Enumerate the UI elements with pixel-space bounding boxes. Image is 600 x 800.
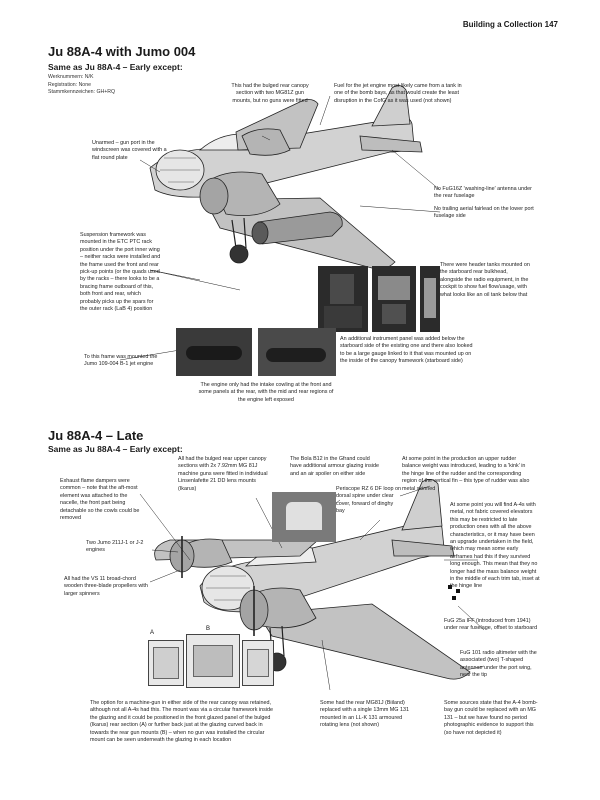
inset-canopy-a — [148, 640, 184, 686]
inset-label-a: A — [150, 630, 155, 636]
meta-registration: Registration: None — [48, 81, 91, 88]
caption-instrument-panel: An additional instrument panel was added… — [340, 336, 473, 365]
caption-suspension: Suspension framework was mounted in the … — [80, 232, 161, 313]
photo-header-tank — [420, 266, 440, 332]
caption-periscope: Periscope RZ 6 DF loop on dorsal spine u… — [336, 486, 402, 515]
caption-frame-jumo: To this frame was mounted the Jumo 109-0… — [84, 354, 158, 368]
caption-fuel-tank: Fuel for the jet engine most likely came… — [334, 83, 462, 104]
photo-jet-underwing-2 — [258, 328, 336, 376]
caption-windscreen-port: Unarmed – gun port in the windscreen was… — [92, 140, 167, 161]
caption-rudder-balance: At some point in the production an upper… — [402, 456, 530, 492]
caption-mg-option: The option for a machine-gun in either s… — [90, 700, 273, 744]
section1-subtitle: Same as Ju 88A-4 – Early except: — [48, 62, 183, 72]
photo-cockpit-crew — [318, 266, 368, 332]
caption-elevator-fabric: At some point you will find A-4s with me… — [450, 502, 540, 590]
caption-fug101: FuG 101 radio altimeter with the associa… — [460, 650, 537, 679]
photo-jet-underwing-1 — [176, 328, 252, 376]
photo-instrument-panel — [372, 266, 416, 332]
section1-title: Ju 88A-4 with Jumo 004 — [48, 44, 196, 59]
inset-canopy-c — [242, 640, 274, 686]
section2-title: Ju 88A-4 – Late — [48, 428, 144, 443]
caption-flame-dampers: Exhaust flame dampers were common – note… — [60, 478, 140, 522]
section2-subtitle: Same as Ju 88A-4 – Early except: — [48, 444, 183, 454]
caption-bulged-canopy: This had the bulged rear canopy section … — [231, 83, 309, 104]
section1-meta: Werknummern: N/K Registration: None Stam… — [48, 74, 115, 97]
inset-label-b: B — [206, 626, 211, 632]
caption-b12-cupola: The Bola B12 in the Gfrand could have ad… — [290, 456, 380, 477]
caption-mg131-sources: Some sources state that the A-4 bomb-bay… — [444, 700, 538, 736]
caption-mg81j: Some had the rear MG81J (Biiland) replac… — [320, 700, 409, 729]
caption-propellers: All had the VS 11 broad-chord wooden thr… — [64, 576, 148, 597]
caption-trailing-aerial: No trailing aerial fairlead on the lower… — [434, 206, 534, 220]
photo-b12-cupola — [272, 492, 336, 542]
caption-header-tanks: There were header tanks mounted on the s… — [440, 262, 530, 298]
meta-stammkennzeichen: Stammkennzeichen: GH+RQ — [48, 89, 116, 95]
inset-canopy-b — [186, 634, 240, 688]
running-head: Building a Collection 147 — [462, 20, 558, 29]
caption-fug-antenna: No FuG16Z 'washing-line' antenna under t… — [434, 186, 532, 200]
caption-bulged-canopy-late: All had the bulged rear upper canopy sec… — [178, 456, 268, 492]
meta-werknummern: Werknummern: N/K — [48, 74, 94, 80]
caption-jumo-engines: Two Jumo 211J-1 or J-2 engines — [86, 540, 144, 554]
caption-fug25a: FuG 25a IFF (introduced from 1941) under… — [444, 618, 538, 632]
caption-brake-cowling: The engine only had the intake cowling a… — [198, 382, 334, 403]
